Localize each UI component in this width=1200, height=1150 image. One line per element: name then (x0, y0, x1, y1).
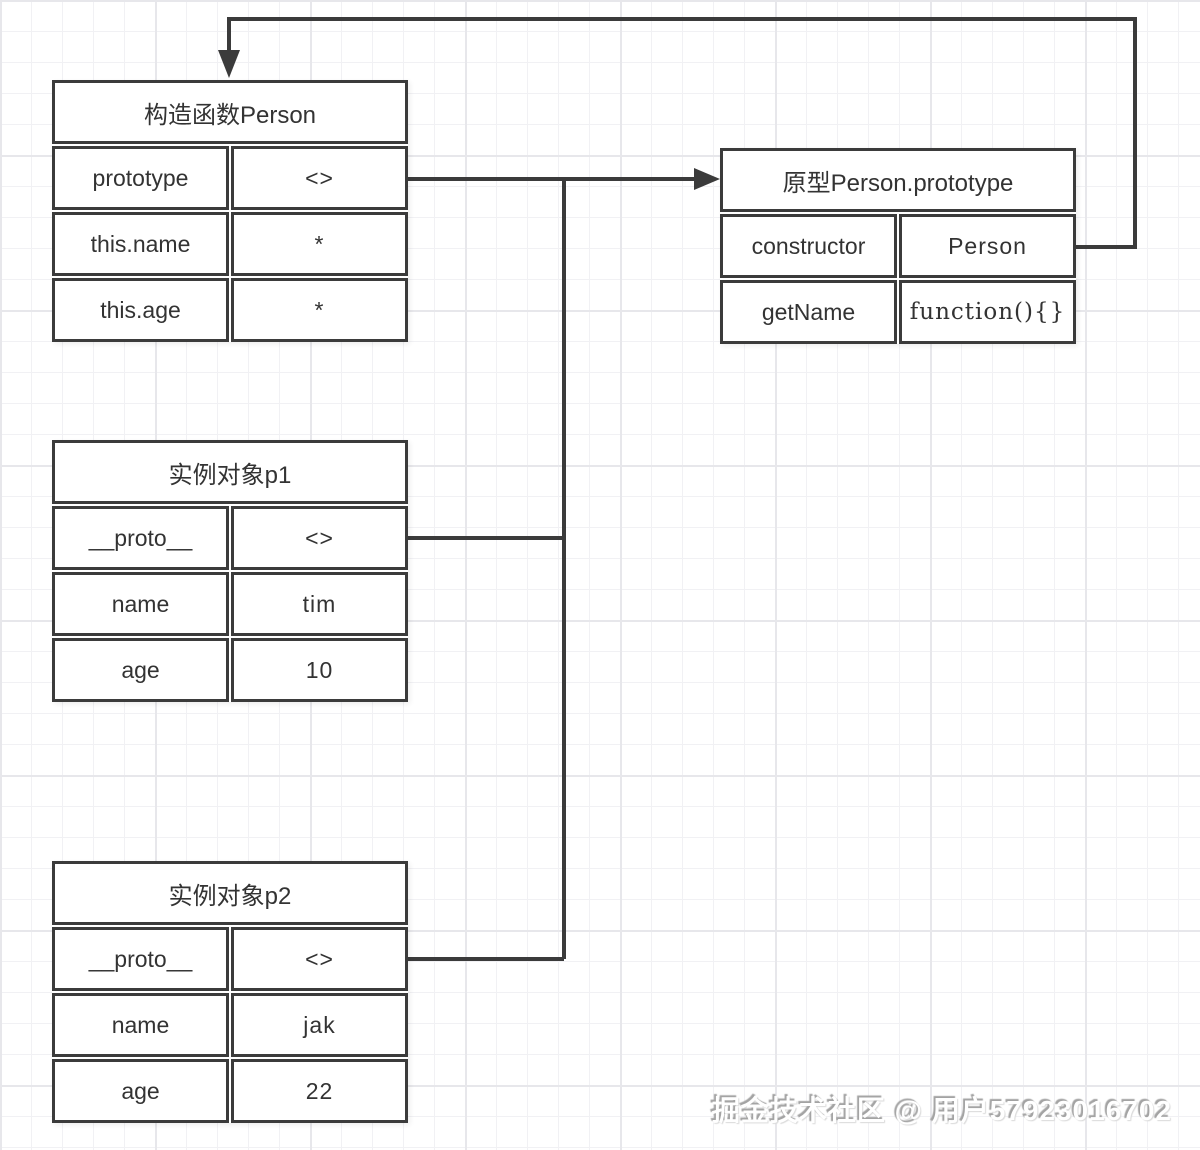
box-title: 构造函数Person (52, 80, 408, 144)
row-key: name (52, 572, 229, 636)
row-value: <> (231, 506, 408, 570)
table-row: name tim (52, 572, 408, 636)
table-row: constructor Person (720, 214, 1076, 278)
arrowhead-down-icon (218, 50, 240, 78)
table-row: getName function(){} (720, 280, 1076, 344)
row-value: 10 (231, 638, 408, 702)
row-key: age (52, 1059, 229, 1123)
table-row: age 22 (52, 1059, 408, 1123)
box-title: 原型Person.prototype (720, 148, 1076, 212)
row-value: <> (231, 146, 408, 210)
row-value: tim (231, 572, 408, 636)
row-key: this.age (52, 278, 229, 342)
row-value: function(){} (899, 280, 1076, 344)
row-value: * (231, 278, 408, 342)
box-title: 实例对象p1 (52, 440, 408, 504)
table-row: name jak (52, 993, 408, 1057)
table-row: __proto__ <> (52, 927, 408, 991)
row-value: Person (899, 214, 1076, 278)
row-key: getName (720, 280, 897, 344)
table-row: this.age * (52, 278, 408, 342)
box-constructor-person: 构造函数Person prototype <> this.name * this… (52, 80, 408, 342)
arrowhead-right-icon (694, 168, 720, 190)
row-value: 22 (231, 1059, 408, 1123)
row-value: jak (231, 993, 408, 1057)
row-key: name (52, 993, 229, 1057)
box-title: 实例对象p2 (52, 861, 408, 925)
row-key: __proto__ (52, 927, 229, 991)
table-row: __proto__ <> (52, 506, 408, 570)
row-key: __proto__ (52, 506, 229, 570)
box-instance-p2: 实例对象p2 __proto__ <> name jak age 22 (52, 861, 408, 1123)
row-key: this.name (52, 212, 229, 276)
watermark: 掘金技术社区 @ 用户57923016702 (711, 1095, 1172, 1126)
box-person-prototype: 原型Person.prototype constructor Person ge… (720, 148, 1076, 344)
table-row: this.name * (52, 212, 408, 276)
box-instance-p1: 实例对象p1 __proto__ <> name tim age 10 (52, 440, 408, 702)
row-key: prototype (52, 146, 229, 210)
table-row: age 10 (52, 638, 408, 702)
row-key: constructor (720, 214, 897, 278)
row-value: * (231, 212, 408, 276)
table-row: prototype <> (52, 146, 408, 210)
row-key: age (52, 638, 229, 702)
row-value: <> (231, 927, 408, 991)
